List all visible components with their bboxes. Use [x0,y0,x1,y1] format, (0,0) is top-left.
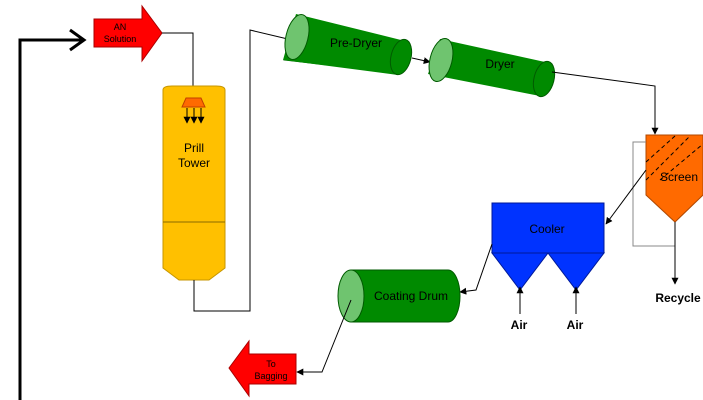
pre-dryer-drum: Pre-Dryer [283,14,413,76]
to-bagging-arrow: To Bagging [228,339,297,398]
screen-unit: Screen [645,134,703,223]
an-solution-arrow: AN Solution [93,4,163,63]
to-bagging-label-line2: Bagging [254,371,287,381]
dryer-to-screen-line [551,71,659,135]
screen-to-cooler-line [605,169,647,225]
coating-drum: Coating Drum [337,269,461,323]
recycle-loop-line [18,28,87,400]
tower-to-predryer-line [193,29,293,312]
recycle-label: Recycle [655,291,701,305]
pre-dryer-label: Pre-Dryer [330,36,382,50]
prill-tower-label-line2: Tower [178,156,210,170]
screen-label: Screen [660,170,698,184]
coating-drum-label: Coating Drum [374,289,448,303]
coating-to-bagging-line [296,299,352,376]
prill-tower: Prill Tower [162,85,226,281]
prill-tower-label-line1: Prill [184,141,204,155]
air-right-label: Air [567,318,584,332]
screen-bypass-line [632,141,675,247]
an-solution-label-line1: AN [114,22,127,32]
to-bagging-label-line1: To [266,359,276,369]
feed-line [162,32,194,96]
dryer-label: Dryer [485,57,514,71]
predryer-to-dryer-arrow [411,57,431,65]
cooler-unit: Cooler [490,202,606,291]
an-solution-label-line2: Solution [104,34,137,44]
dryer-drum: Dryer [428,37,556,98]
air-left-label: Air [511,318,528,332]
spray-nozzle-icon [181,97,206,108]
cooler-label: Cooler [529,222,564,236]
cooler-to-coating-line [459,243,493,295]
